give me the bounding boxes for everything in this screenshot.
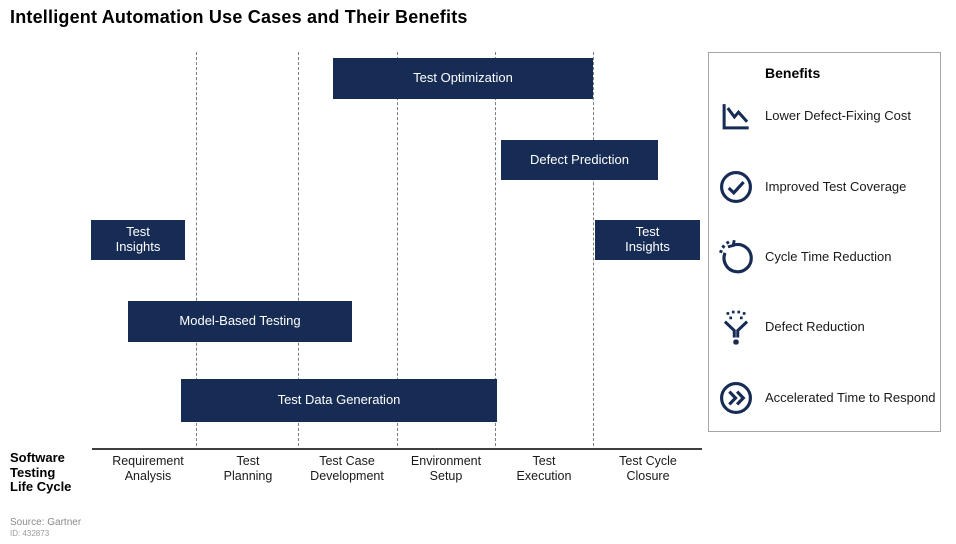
stage-divider-5 xyxy=(593,52,594,446)
stage-divider-3 xyxy=(397,52,398,446)
benefits-panel: Benefits Lower Defect-Fixing Cost Improv… xyxy=(708,52,941,432)
usecase-bar-defect-prediction: Defect Prediction xyxy=(501,140,658,180)
usecase-bar-test-data-generation: Test Data Generation xyxy=(181,379,497,422)
benefit-label: Cycle Time Reduction xyxy=(765,248,892,264)
cycle-arrow-icon xyxy=(717,238,755,276)
usecase-bar-model-based-testing: Model-Based Testing xyxy=(128,301,352,342)
usecase-bar-test-insights-left: Test Insights xyxy=(91,220,185,260)
axis-stage-test-planning: Test Planning xyxy=(223,454,273,483)
declining-line-chart-icon xyxy=(717,97,755,135)
figure-title: Intelligent Automation Use Cases and The… xyxy=(10,7,468,27)
source-line: Source: Gartner xyxy=(10,517,82,528)
fast-forward-circle-icon xyxy=(717,379,755,417)
stage-divider-1 xyxy=(196,52,197,446)
benefit-label: Accelerated Time to Respond xyxy=(765,389,936,405)
benefit-item-improved-test-coverage: Improved Test Coverage xyxy=(717,167,936,207)
axis-stage-test-cycle-closure: Test Cycle Closure xyxy=(619,454,677,483)
benefit-label: Defect Reduction xyxy=(765,318,865,334)
stage-divider-4 xyxy=(495,52,496,446)
id-line: ID: 432873 xyxy=(10,529,50,538)
axis-line xyxy=(92,448,702,450)
stage-divider-2 xyxy=(298,52,299,446)
benefit-item-cycle-time-reduction: Cycle Time Reduction xyxy=(717,237,936,277)
axis-stage-requirement-analysis: Requirement Analysis xyxy=(112,454,184,483)
check-circle-icon xyxy=(717,168,755,206)
funnel-icon xyxy=(717,308,755,346)
usecase-bar-test-insights-right: Test Insights xyxy=(595,220,700,260)
benefit-item-defect-reduction: Defect Reduction xyxy=(717,307,936,347)
benefit-label: Improved Test Coverage xyxy=(765,178,907,194)
axis-stage-test-execution: Test Execution xyxy=(516,454,572,483)
benefits-header: Benefits xyxy=(765,65,821,81)
benefit-label: Lower Defect-Fixing Cost xyxy=(765,107,911,123)
axis-stage-environment-setup: Environment Setup xyxy=(410,454,482,483)
lifecycle-axis-title: Software Testing Life Cycle xyxy=(10,450,72,495)
axis-stage-test-case-development: Test Case Development xyxy=(310,454,384,483)
usecase-bar-test-optimization: Test Optimization xyxy=(333,58,593,99)
benefit-item-lower-defect-fixing-cost: Lower Defect-Fixing Cost xyxy=(717,96,936,136)
benefit-item-accelerated-time-to-respond: Accelerated Time to Respond xyxy=(717,378,936,418)
